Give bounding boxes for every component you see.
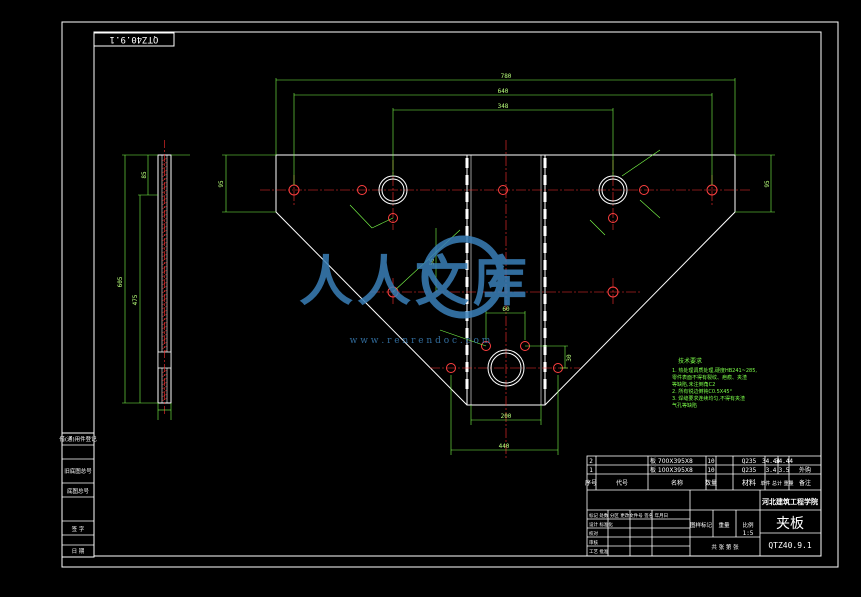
dim-small-a: 56 <box>429 258 436 266</box>
header-remark: 备注 <box>799 479 811 487</box>
bom-row1-qty: 10 <box>707 467 715 474</box>
hatch-line <box>161 217 168 222</box>
bom-row1-unit-wt: 3.4 <box>766 467 777 474</box>
scale-label: 图样标记 <box>690 521 713 529</box>
front-view: 780 640 348 95 95 60 200 440 56 30 <box>218 73 775 460</box>
hatch-line <box>161 245 168 250</box>
sign-row-2: 校对 <box>589 530 598 537</box>
dimension-lines <box>222 78 775 455</box>
stamp-label-1: 旧底图总号 <box>64 467 92 475</box>
dim-side-top: 85 <box>141 171 148 179</box>
hatch-line <box>161 193 168 198</box>
outer-border <box>61 21 839 568</box>
dim-side-total: 605 <box>117 276 124 287</box>
bom-row2-material: Q235 <box>742 458 757 465</box>
dim-small-b: 30 <box>566 354 573 362</box>
code-box-text: QTZ40.9.1 <box>110 34 159 44</box>
weight-label: 重量 <box>718 521 730 529</box>
dim-right-height: 95 <box>764 180 771 188</box>
bom-row1-no: 1 <box>589 467 593 474</box>
watermark: 人人文库 w w w . r e n r e n d o c . c o m <box>299 235 531 346</box>
header-material: 材料 <box>742 478 756 487</box>
scale-head: 比例 <box>742 521 754 529</box>
sheet-info: 共 张 第 张 <box>711 543 739 551</box>
hatch-line <box>161 301 168 306</box>
stamp-label-3: 签 字 <box>72 525 85 533</box>
tech-line-5: 气孔等缺陷 <box>672 402 697 409</box>
dim-bottom-width-a: 200 <box>501 413 512 420</box>
side-view: 605 475 85 <box>117 140 190 420</box>
hatch-line <box>161 305 168 310</box>
dim-top-span: 640 <box>498 88 509 95</box>
bom-row1-name: 板 100X395X8 <box>650 466 693 474</box>
header-weight: 单件 总计 重量 <box>760 480 793 487</box>
hatch-line <box>161 389 168 394</box>
side-stamp-table: 借(通)用件登记 旧底图总号 底图总号 签 字 日 期 <box>59 432 97 558</box>
inner-border <box>93 31 822 557</box>
dim-bottom-width-b: 440 <box>499 443 510 450</box>
sign-row-0: 标记 处数 分区 更改文件号 签名 年月日 <box>589 512 668 519</box>
tech-line-0: 1. 热处理调质处理,硬度HB241~285, <box>672 367 757 374</box>
header-name: 名称 <box>671 479 683 487</box>
hatch-line <box>161 333 168 338</box>
bom-row2-unit-wt: 34.44 <box>762 458 780 465</box>
tech-line-1: 零件表面不得有裂纹、疤痕、夹渣 <box>672 374 747 381</box>
school-name: 河北建筑工程学院 <box>762 497 818 506</box>
tech-line-3: 2. 所有锐边倒钝C0.5X45° <box>672 388 733 395</box>
hatch-line <box>161 161 168 166</box>
hatch-line <box>161 165 168 170</box>
header-code: 代号 <box>616 479 628 487</box>
dim-mid-span: 348 <box>498 103 509 110</box>
watermark-url: w w w . r e n r e n d o c . c o m <box>350 336 491 346</box>
bom-row1-remark: 外购 <box>799 466 811 474</box>
title-block <box>586 455 822 557</box>
bom-row2-no: 2 <box>589 458 593 465</box>
header-seq: 序号 <box>585 479 597 487</box>
tech-line-4: 3. 焊缝要求连续均匀,不得有夹渣 <box>672 395 745 402</box>
bom-row2-name: 板 700X395X8 <box>650 457 693 465</box>
header-qty: 数量 <box>705 479 717 487</box>
title-block-text: 2 板 700X395X8 10 Q235 34.44 34.44 1 板 10… <box>585 457 818 555</box>
hatch-line <box>161 277 168 282</box>
bom-row1-total-wt: 3.5 <box>779 467 790 474</box>
stamp-label-2: 底图总号 <box>67 487 90 495</box>
watermark-text: 人人文库 <box>299 250 531 313</box>
dim-bottom-slot: 60 <box>502 306 510 313</box>
tech-line-2: 等缺陷,未注倒角C2 <box>672 381 715 388</box>
sign-row-1: 设计 标准化 <box>589 521 613 528</box>
hatch-line <box>161 273 168 278</box>
hatch-line <box>161 221 168 226</box>
bom-row2-qty: 10 <box>707 458 715 465</box>
dim-side-lower: 475 <box>132 294 139 305</box>
dim-left-height: 95 <box>218 180 225 188</box>
bom-row1-material: Q235 <box>742 467 757 474</box>
dim-overall-width: 780 <box>501 73 512 80</box>
drawing-number: QTZ40.9.1 <box>768 541 812 550</box>
tech-title: 技术要求 <box>678 357 702 365</box>
hatch-line <box>161 329 168 334</box>
sign-row-4: 工艺 批准 <box>589 548 609 555</box>
tech-requirements: 技术要求 1. 热处理调质处理,硬度HB241~285, 零件表面不得有裂纹、疤… <box>672 357 757 409</box>
bom-row2-total-wt: 34.44 <box>775 458 793 465</box>
part-name: 夹板 <box>776 516 804 532</box>
code-box <box>93 32 175 47</box>
scale-value: 1:5 <box>743 530 754 537</box>
stamp-label-0: 借(通)用件登记 <box>59 435 97 443</box>
hatch-line <box>161 249 168 254</box>
stamp-label-4: 日 期 <box>72 548 85 555</box>
hatch-line <box>161 189 168 194</box>
sign-row-3: 审核 <box>589 539 598 546</box>
hatch-line <box>161 385 168 390</box>
